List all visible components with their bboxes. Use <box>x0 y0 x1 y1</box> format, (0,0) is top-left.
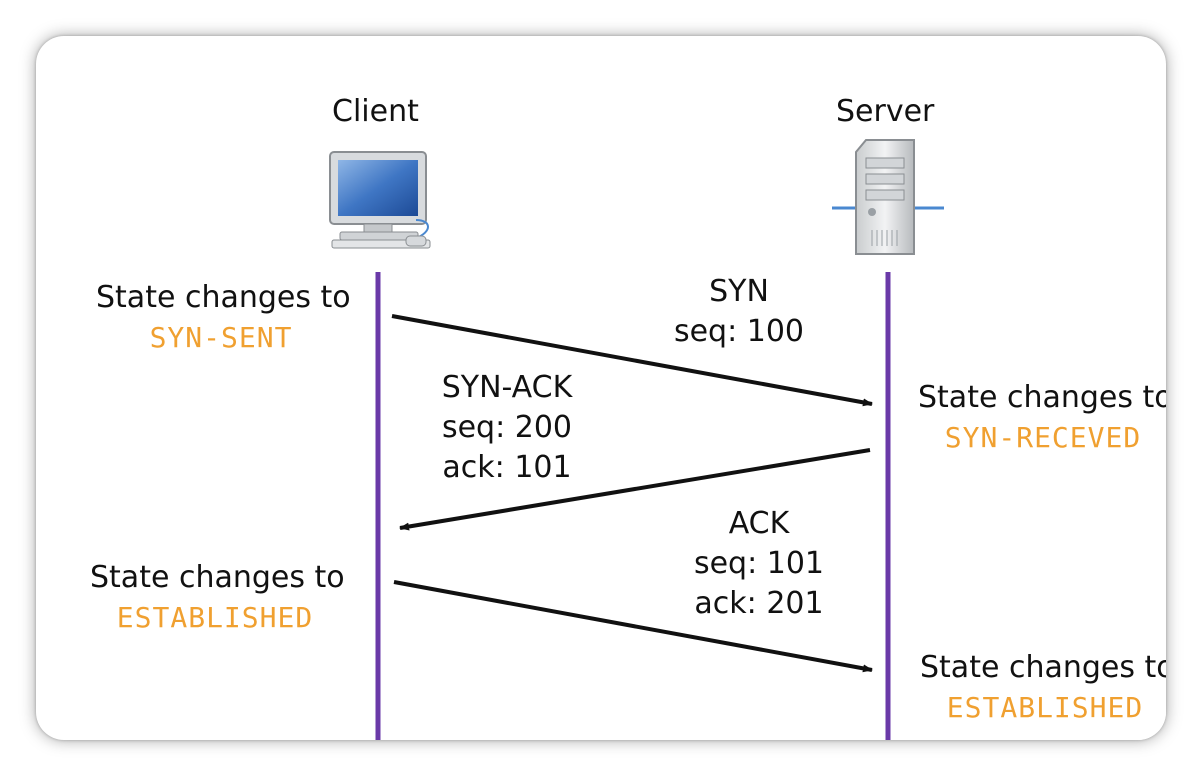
sequence-diagram <box>329 139 944 740</box>
state-value: SYN-RECEVED <box>944 421 1142 454</box>
message-seq: seq: 200 <box>441 410 573 445</box>
message-ack: ack: 201 <box>694 586 824 621</box>
state-prefix: State changes to <box>90 560 345 595</box>
state-prefix: State changes to <box>918 380 1166 415</box>
client-label: Client <box>332 94 419 129</box>
message-ack: ack: 101 <box>442 450 572 485</box>
diagram-panel: Client Server State changes to SYN-SENT … <box>76 86 1166 740</box>
client-state-established: State changes to ESTABLISHED <box>90 558 345 638</box>
message-seq: seq: 100 <box>673 314 805 349</box>
diagram-card: Client Server State changes to SYN-SENT … <box>36 36 1166 740</box>
syn-message-label: SYN seq: 100 <box>644 272 834 352</box>
state-value: ESTABLISHED <box>116 601 314 634</box>
message-seq: seq: 101 <box>693 546 825 581</box>
state-prefix: State changes to <box>920 650 1166 685</box>
server-tower-icon <box>832 139 944 255</box>
client-state-syn-sent: State changes to SYN-SENT <box>96 278 351 358</box>
server-state-syn-received: State changes to SYN-RECEVED <box>918 378 1166 458</box>
message-name: SYN-ACK <box>441 370 573 405</box>
syn-arrow <box>391 314 873 407</box>
message-name: ACK <box>728 506 790 541</box>
state-value: SYN-SENT <box>149 321 293 354</box>
server-state-established: State changes to ESTABLISHED <box>920 648 1166 728</box>
message-name: SYN <box>709 274 769 309</box>
syn-ack-arrow <box>399 448 871 531</box>
state-prefix: State changes to <box>96 280 351 315</box>
state-value: ESTABLISHED <box>946 691 1144 724</box>
syn-ack-message-label: SYN-ACK seq: 200 ack: 101 <box>412 368 602 488</box>
desktop-computer-icon <box>329 151 431 249</box>
server-label: Server <box>836 94 935 129</box>
ack-arrow <box>393 580 873 673</box>
ack-message-label: ACK seq: 101 ack: 201 <box>664 504 854 624</box>
